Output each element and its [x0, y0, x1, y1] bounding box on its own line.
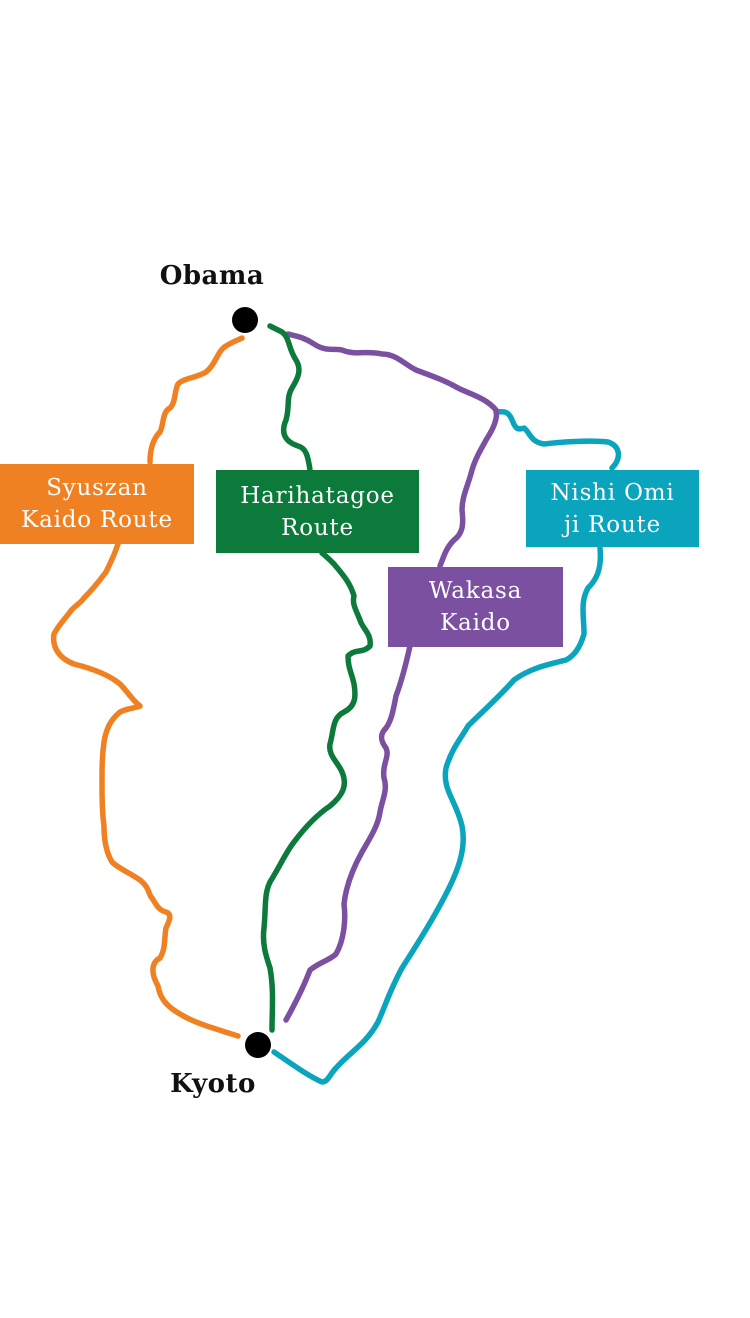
wakasa-kaido-route-line — [283, 331, 500, 1023]
obama-label: Obama — [160, 261, 265, 291]
syuszan-kaido-route-line — [50, 335, 245, 1039]
nishi-label-line2: ji Route — [563, 511, 662, 538]
harihatagoe-route-line — [260, 323, 373, 1033]
wakasa-kaido-label: Wakasa Kaido — [388, 567, 563, 647]
kyoto-marker — [245, 1032, 271, 1058]
syuszan-kaido-route-label: Syuszan Kaido Route — [0, 464, 194, 544]
syuszan-label-line1: Syuszan — [46, 475, 148, 501]
wakasa-label-line1: Wakasa — [428, 578, 523, 604]
harihatagoe-label-line1: Harihatagoe — [240, 482, 395, 509]
nishi-label-line1: Nishi Omi — [550, 479, 675, 506]
harihatagoe-route-label: Harihatagoe Route — [216, 470, 419, 553]
nishi-omi-ji-route-line — [271, 408, 622, 1085]
nishi-omi-ji-route-label: Nishi Omi ji Route — [526, 470, 699, 547]
syuszan-label-line2: Kaido Route — [21, 507, 173, 533]
wakasa-label-line2: Kaido — [440, 610, 511, 636]
kyoto-label: Kyoto — [170, 1069, 256, 1099]
harihatagoe-label-line2: Route — [281, 514, 354, 541]
obama-marker — [232, 307, 258, 333]
